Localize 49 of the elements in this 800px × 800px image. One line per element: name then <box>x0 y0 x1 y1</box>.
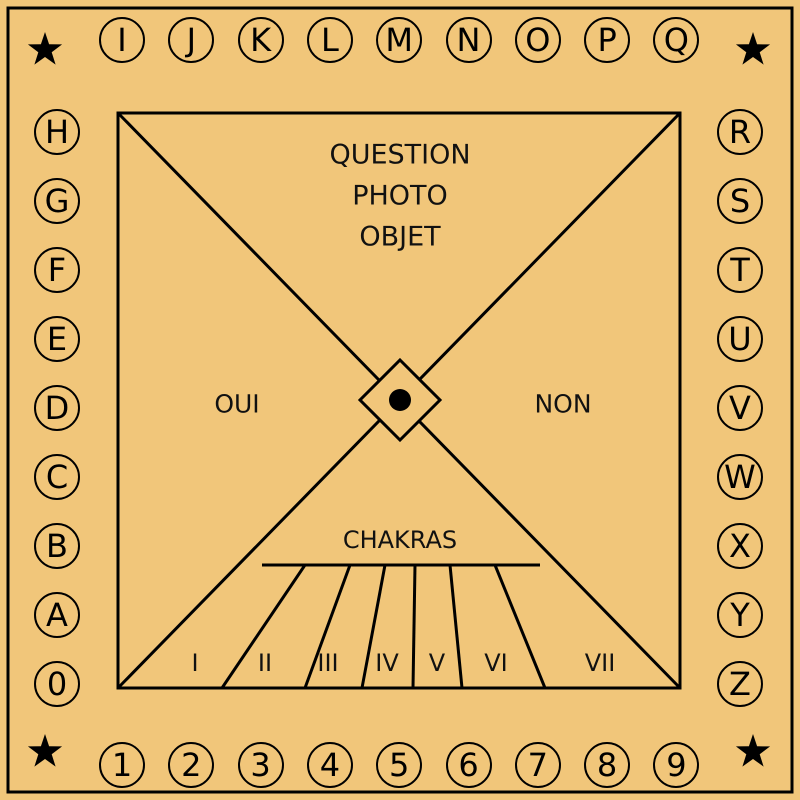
character-circle: G <box>34 178 80 224</box>
character-circle: 7 <box>514 742 561 788</box>
character-circle: L <box>306 17 353 63</box>
character-circle: Q <box>653 17 700 63</box>
board-label: NON <box>534 392 592 416</box>
board-label: CHAKRAS <box>342 528 458 552</box>
character-circle: U <box>717 316 763 362</box>
board-label: OBJET <box>359 224 441 250</box>
character-circle: 1 <box>99 742 145 788</box>
character-circle: I <box>99 17 145 63</box>
character-circle: S <box>717 178 763 224</box>
board-label: OUI <box>214 392 260 416</box>
character-circle: 9 <box>653 742 700 788</box>
board-label: IV <box>375 651 399 675</box>
character-circle: 5 <box>376 742 422 788</box>
character-circle: A <box>34 592 80 638</box>
character-circle: R <box>717 109 763 155</box>
character-circle: V <box>717 385 763 431</box>
character-circle: E <box>34 316 80 362</box>
board-label: V <box>428 651 446 675</box>
board-label: I <box>191 651 199 675</box>
board-label: II <box>258 651 272 675</box>
character-circle: 0 <box>34 661 80 707</box>
character-circle: P <box>584 17 630 63</box>
board-label: VI <box>484 651 508 675</box>
character-circle: C <box>34 454 80 500</box>
character-circle: N <box>446 17 492 63</box>
character-circle: W <box>717 454 763 500</box>
character-circle: X <box>717 523 763 569</box>
character-circle: 3 <box>238 742 284 788</box>
character-circle: 2 <box>168 742 214 788</box>
character-circle: T <box>717 247 763 293</box>
board-label: III <box>317 651 339 675</box>
character-circle: Z <box>717 661 763 707</box>
character-circle: 4 <box>306 742 353 788</box>
character-circle: J <box>168 17 214 63</box>
character-circle: K <box>238 17 284 63</box>
character-circle: 8 <box>584 742 630 788</box>
board-label: PHOTO <box>352 182 448 210</box>
character-circle: 6 <box>446 742 492 788</box>
character-circle: M <box>376 17 422 63</box>
character-circle: B <box>34 523 80 569</box>
character-circle: H <box>34 109 80 155</box>
board-label: QUESTION <box>329 142 471 168</box>
board-label: VII <box>584 651 616 675</box>
character-circle: D <box>34 385 80 431</box>
character-circle: O <box>514 17 561 63</box>
character-circle: F <box>34 247 80 293</box>
character-circle: Y <box>717 592 763 638</box>
